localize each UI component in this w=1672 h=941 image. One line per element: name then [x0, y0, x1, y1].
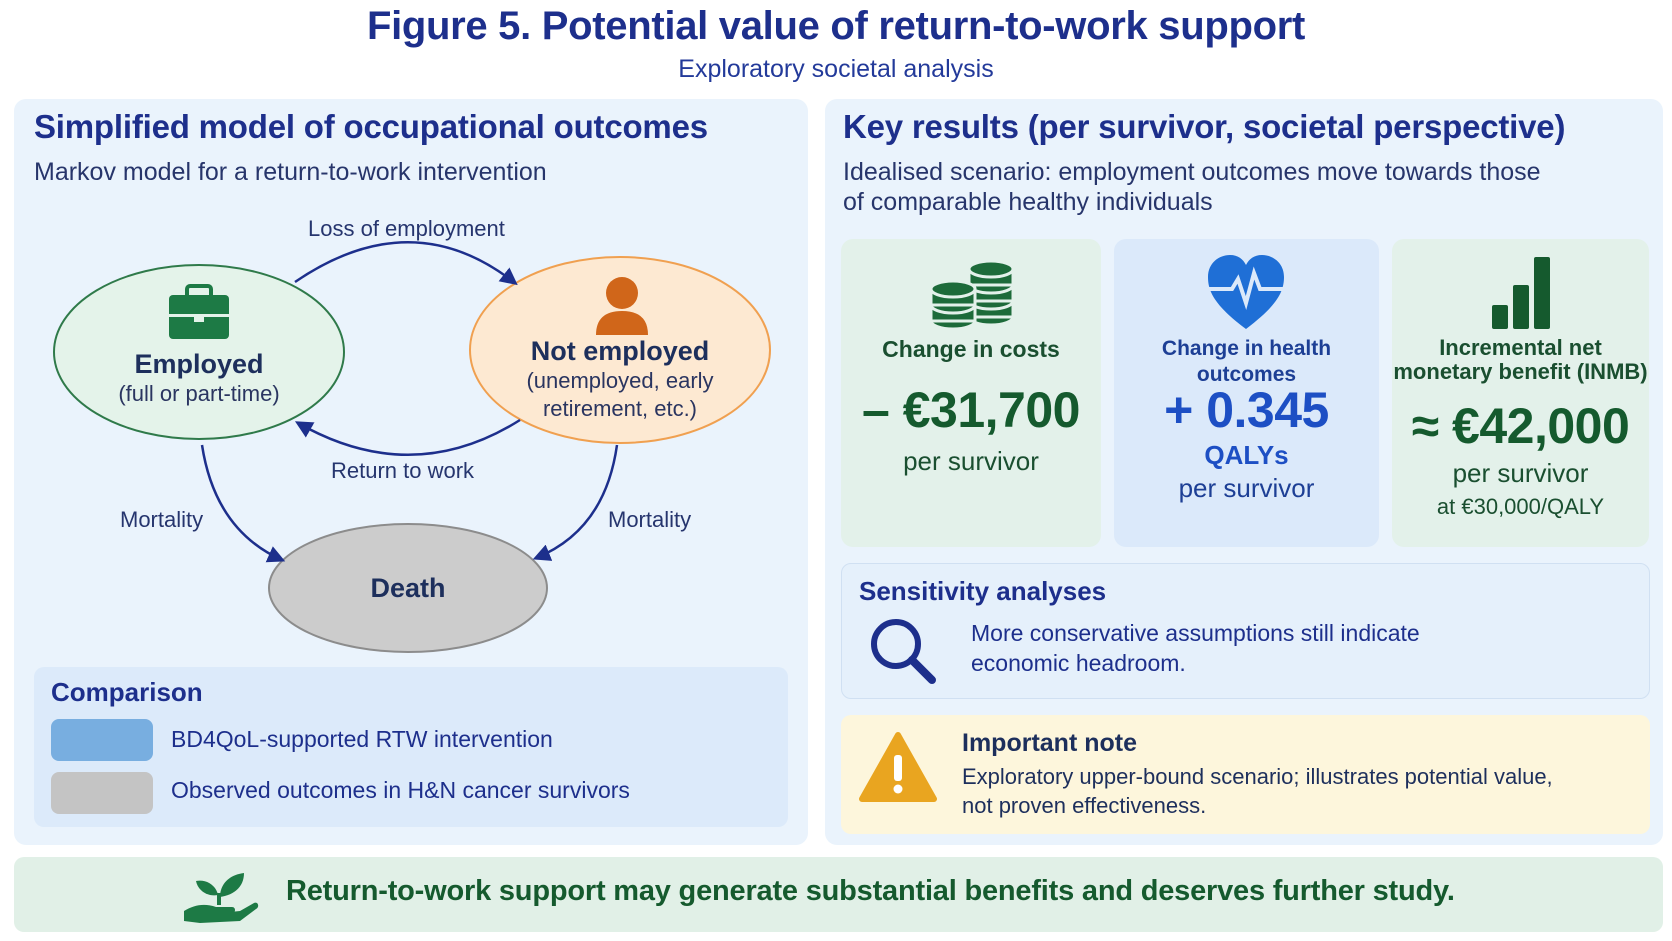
results-panel-subtitle-1: Idealised scenario: employment outcomes … [843, 158, 1541, 186]
health-card: Change in health outcomes + 0.345 QALYs … [1114, 239, 1379, 547]
warning-icon [859, 732, 937, 802]
not-employed-desc-2: retirement, etc.) [542, 396, 698, 421]
comparison-box: Comparison BD4QoL-supported RTW interven… [34, 667, 788, 827]
markov-diagram [53, 241, 771, 653]
sensitivity-box: Sensitivity analyses More conservative a… [841, 563, 1650, 699]
figure-subtitle: Exploratory societal analysis [678, 55, 994, 83]
heart-pulse-icon [1208, 255, 1284, 329]
conclusion-banner: Return-to-work support may generate subs… [14, 857, 1663, 932]
inmb-card: Incremental net monetary benefit (INMB) … [1392, 239, 1649, 547]
health-unit: QALYs [1204, 440, 1289, 470]
loss-of-employment-arrow [294, 241, 518, 286]
not-employed-state [469, 256, 771, 444]
inmb-threshold: at €30,000/QALY [1436, 494, 1605, 519]
coins-icon [929, 259, 1015, 331]
not-employed-desc-1: (unemployed, early [526, 368, 714, 393]
not-employed-label-group: Not employed (unemployed, early retireme… [490, 336, 750, 423]
important-note-box: Important note Exploratory upper-bound s… [841, 715, 1650, 834]
seedling-hand-icon [184, 873, 259, 923]
mortality-right-label: Mortality [608, 507, 692, 532]
health-value: + 0.345 [1164, 382, 1329, 438]
sensitivity-text-1: More conservative assumptions still indi… [971, 620, 1420, 646]
figure-header: Figure 5. Potential value of return-to-w… [0, 4, 1672, 84]
results-panel-subtitle-2: of comparable healthy individuals [843, 188, 1213, 216]
model-panel-subtitle: Markov model for a return-to-work interv… [34, 158, 547, 186]
inmb-unit: per survivor [1452, 458, 1589, 488]
intervention-swatch [51, 719, 153, 761]
briefcase-icon [169, 284, 229, 339]
employed-label: Employed [134, 349, 264, 379]
costs-label: Change in costs [882, 336, 1060, 362]
death-state [268, 523, 548, 653]
bar-chart-icon [1492, 257, 1550, 329]
employed-state [53, 264, 345, 440]
intervention-label: BD4QoL-supported RTW intervention [171, 726, 553, 752]
important-note-title: Important note [962, 729, 1137, 757]
costs-unit: per survivor [903, 446, 1039, 476]
important-note-text-2: not proven effectiveness. [962, 793, 1207, 818]
costs-value: – €31,700 [862, 382, 1080, 438]
comparison-title: Comparison [51, 677, 203, 707]
death-label: Death [370, 573, 446, 603]
results-panel-title: Key results (per survivor, societal pers… [843, 108, 1566, 145]
health-unit-2: per survivor [1178, 473, 1315, 503]
loss-of-employment-label: Loss of employment [308, 216, 505, 241]
employed-desc: (full or part-time) [118, 381, 280, 406]
inmb-value: ≈ €42,000 [1411, 398, 1630, 454]
figure-title: Figure 5. Potential value of return-to-w… [366, 4, 1306, 48]
return-to-work-label: Return to work [331, 458, 475, 483]
return-to-work-arrow [294, 418, 521, 456]
important-note-text: Exploratory upper-bound scenario; illust… [962, 762, 1553, 820]
observed-swatch [51, 772, 153, 814]
sensitivity-text: More conservative assumptions still indi… [971, 618, 1420, 678]
health-label: Change in health outcomes [1161, 337, 1332, 386]
mortality-left-arrow [200, 444, 286, 563]
sensitivity-title: Sensitivity analyses [859, 576, 1107, 606]
model-panel-title: Simplified model of occupational outcome… [34, 108, 708, 145]
death-label-group: Death [318, 573, 498, 604]
mortality-right-arrow [532, 444, 619, 561]
magnifier-icon [871, 619, 936, 684]
sensitivity-text-2: economic headroom. [971, 650, 1186, 676]
observed-label: Observed outcomes in H&N cancer survivor… [171, 777, 630, 803]
inmb-label-1: Incremental net [1439, 335, 1602, 360]
important-note-text-1: Exploratory upper-bound scenario; illust… [962, 764, 1553, 789]
inmb-label-2: monetary benefit (INMB) [1393, 359, 1648, 384]
not-employed-label: Not employed [530, 336, 710, 366]
person-icon [596, 277, 648, 335]
conclusion-text: Return-to-work support may generate subs… [286, 875, 1455, 907]
mortality-left-label: Mortality [120, 507, 204, 532]
employed-label-group: Employed (full or part-time) [74, 349, 324, 408]
costs-card: Change in costs – €31,700 per survivor [841, 239, 1101, 547]
